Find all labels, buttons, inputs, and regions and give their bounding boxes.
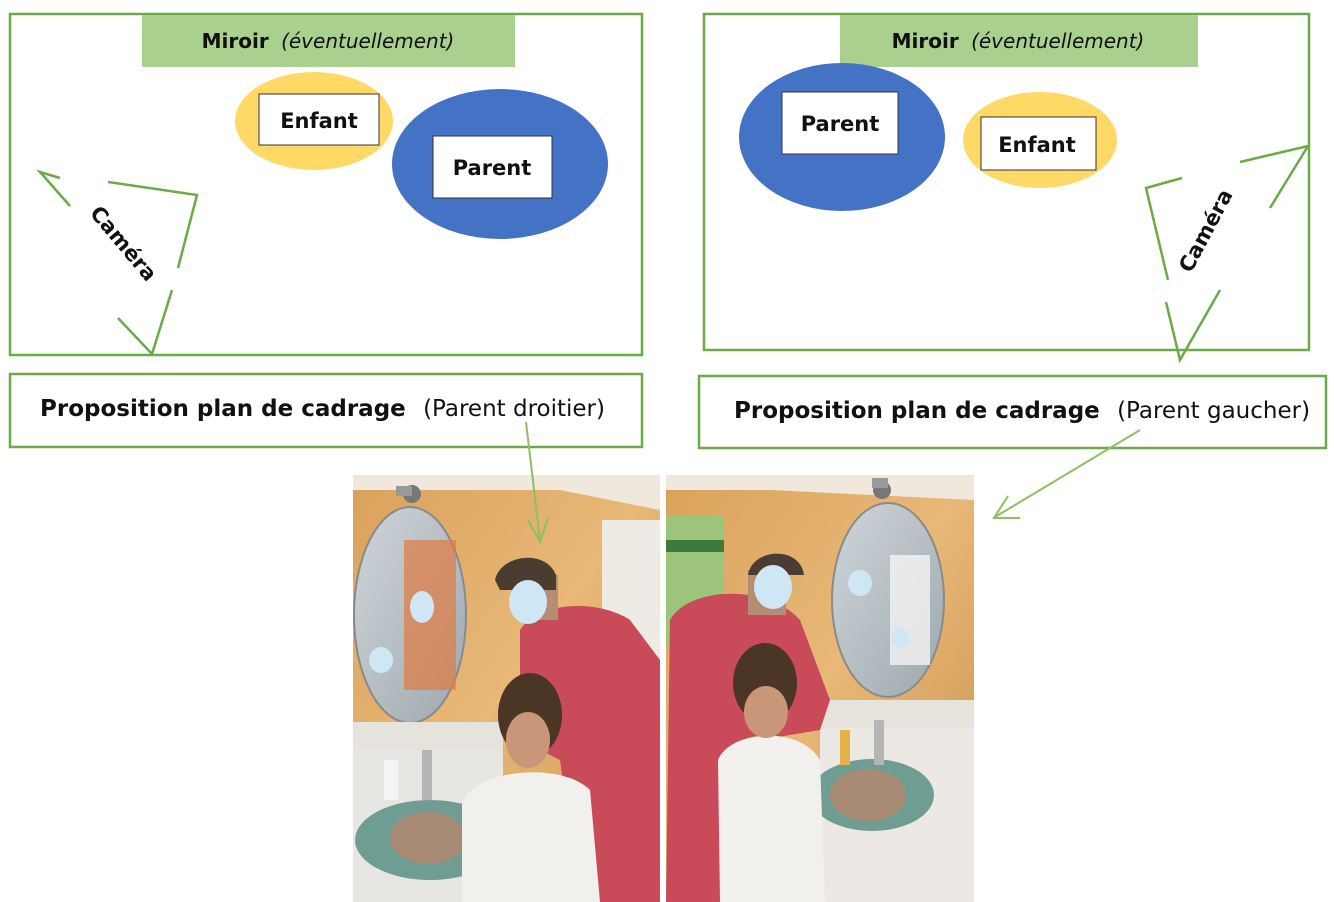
photo-left-handed-parent	[666, 475, 974, 902]
left-mirror-note: (éventuellement)	[281, 29, 454, 53]
left-parent: Parent	[392, 89, 608, 239]
left-plan: Miroir (éventuellement) Enfant Parent Ca…	[8, 12, 644, 449]
right-mirror-note: (éventuellement)	[971, 29, 1144, 53]
arrow-to-photo-left	[525, 421, 549, 545]
right-caption-box: Proposition plan de cadrage (Parent gauc…	[697, 374, 1328, 450]
right-parent: Parent	[739, 63, 945, 211]
left-caption-note: (Parent droitier)	[423, 396, 605, 422]
right-child-label: Enfant	[998, 133, 1076, 157]
left-mirror-box: Miroir (éventuellement)	[142, 15, 515, 67]
right-caption-main: Proposition plan de cadrage	[734, 398, 1100, 424]
svg-text:Proposition plan de cadrage: Proposition plan de cadrage (Parent gauc…	[734, 398, 1310, 424]
right-mirror-label: Miroir	[892, 29, 959, 53]
left-parent-label: Parent	[453, 156, 532, 180]
arrow-to-photo-right	[992, 429, 1141, 519]
left-caption-main: Proposition plan de cadrage	[40, 396, 406, 422]
left-caption-box: Proposition plan de cadrage (Parent droi…	[8, 372, 644, 449]
left-child-label: Enfant	[280, 109, 358, 133]
photo-right-handed-parent	[353, 475, 660, 902]
left-mirror-label: Miroir	[202, 29, 269, 53]
svg-text:Miroir (éventuellement: Miroir (éventuellement)	[202, 29, 455, 53]
right-plan: Miroir (éventuellement) Parent Enfant Ca…	[697, 12, 1328, 450]
right-caption-note: (Parent gaucher)	[1117, 398, 1310, 424]
right-child: Enfant	[963, 92, 1117, 188]
svg-text:Proposition plan de cadrage: Proposition plan de cadrage (Parent droi…	[40, 396, 605, 422]
svg-text:Miroir (éventuellement: Miroir (éventuellement)	[892, 29, 1145, 53]
right-parent-label: Parent	[801, 112, 880, 136]
left-child: Enfant	[235, 72, 393, 170]
right-mirror-box: Miroir (éventuellement)	[840, 15, 1198, 67]
